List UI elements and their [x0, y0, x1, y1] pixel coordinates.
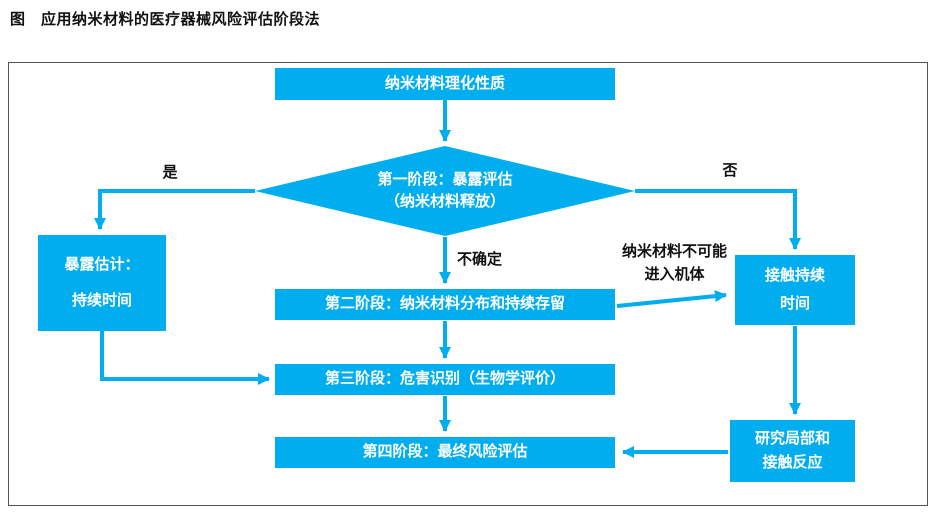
edge-label-cannot-enter-line2: 进入机体 — [644, 266, 705, 283]
node-stage3-hazard-identification: 第三阶段：危害识别（生物学评价） — [275, 364, 615, 395]
node-local-reaction-study: 研究局部和 接触反应 — [730, 420, 855, 482]
contact-duration-line2: 时间 — [779, 294, 810, 312]
node-exposure-estimate: 暴露估计： 持续时间 — [38, 235, 166, 331]
local-reaction-line1: 研究局部和 — [754, 429, 830, 447]
edge-label-no: 否 — [722, 162, 738, 179]
contact-duration-line1: 接触持续 — [764, 266, 825, 284]
stage1-line2: （纳米材料释放） — [384, 193, 505, 210]
stage3-label: 第三阶段：危害识别（生物学评价） — [324, 370, 565, 388]
stage1-line1: 第一阶段：暴露评估 — [377, 171, 513, 188]
edge-label-yes: 是 — [162, 164, 178, 181]
exposure-estimate-line1: 暴露估计： — [64, 255, 140, 273]
node-physchem-label: 纳米材料理化性质 — [384, 74, 505, 92]
node-physchem-properties: 纳米材料理化性质 — [275, 68, 615, 100]
edge-label-cannot-enter-line1: 纳米材料不可能 — [621, 243, 727, 260]
exposure-estimate-line2: 持续时间 — [71, 291, 132, 309]
node-stage4-final-risk: 第四阶段：最终风险评估 — [275, 437, 615, 468]
node-contact-duration: 接触持续 时间 — [735, 255, 855, 325]
edge-label-cannot-enter: 纳米材料不可能 进入机体 — [602, 240, 747, 286]
node-stage2-distribution: 第二阶段：纳米材料分布和持续存留 — [275, 289, 615, 320]
edge-label-uncertain: 不确定 — [457, 251, 503, 268]
stage4-label: 第四阶段：最终风险评估 — [362, 443, 528, 461]
figure-title: 图 应用纳米材料的医疗器械风险评估阶段法 — [10, 11, 321, 28]
local-reaction-line2: 接触反应 — [762, 453, 823, 471]
stage2-label: 第二阶段：纳米材料分布和持续存留 — [324, 295, 565, 313]
